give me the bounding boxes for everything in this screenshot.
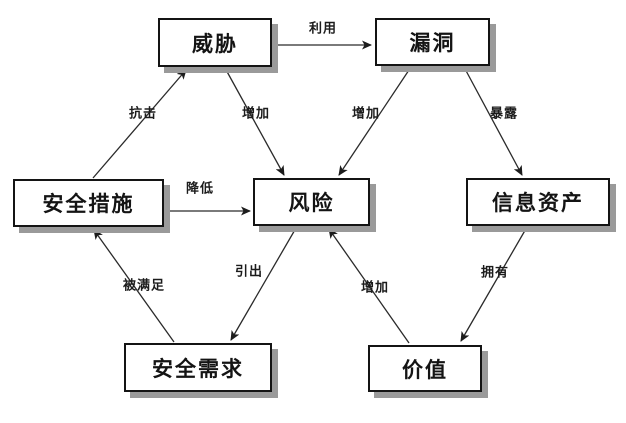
node-risk-label: 风险	[288, 191, 335, 215]
node-threat-label: 威胁	[192, 31, 238, 56]
edge-label-lead-to: 引出	[234, 264, 264, 280]
node-information-assets-label: 信息资产	[492, 191, 584, 215]
edge-label-increase-threat: 增加	[241, 106, 271, 122]
arrow-requirements-satisfied-by-measures	[93, 229, 175, 343]
node-security-measures-label: 安全措施	[42, 192, 135, 216]
edge-label-exploit: 利用	[308, 21, 338, 37]
node-value-label: 价值	[402, 357, 448, 382]
node-security-requirements: 安全需求	[124, 343, 272, 392]
arrow-value-increases-risk	[328, 228, 410, 344]
node-security-requirements-label: 安全需求	[152, 356, 244, 381]
arrow-vulnerability-exposes-assets	[463, 66, 523, 176]
node-risk: 风险	[253, 178, 370, 226]
edge-label-resist: 抗击	[128, 106, 158, 122]
node-vulnerability: 漏洞	[375, 18, 490, 66]
arrow-measures-resist-threat	[92, 69, 187, 179]
arrow-threat-increases-risk	[224, 67, 285, 176]
node-threat: 威胁	[158, 18, 272, 67]
node-security-measures: 安全措施	[13, 179, 164, 227]
edge-label-own: 拥有	[480, 265, 510, 281]
arrow-vulnerability-increases-risk	[338, 66, 412, 176]
edge-label-satisfied-by: 被满足	[122, 278, 166, 294]
node-vulnerability-label: 漏洞	[409, 31, 456, 55]
arrow-assets-have-value	[460, 226, 528, 342]
node-information-assets: 信息资产	[466, 178, 610, 226]
edge-label-increase-value: 增加	[360, 280, 390, 296]
edge-label-reduce: 降低	[185, 181, 215, 197]
edge-label-expose: 暴露	[489, 106, 519, 122]
edge-label-increase-vulnerability: 增加	[351, 106, 381, 122]
arrow-risk-leads-to-requirements	[230, 227, 297, 341]
node-value: 价值	[368, 345, 482, 392]
